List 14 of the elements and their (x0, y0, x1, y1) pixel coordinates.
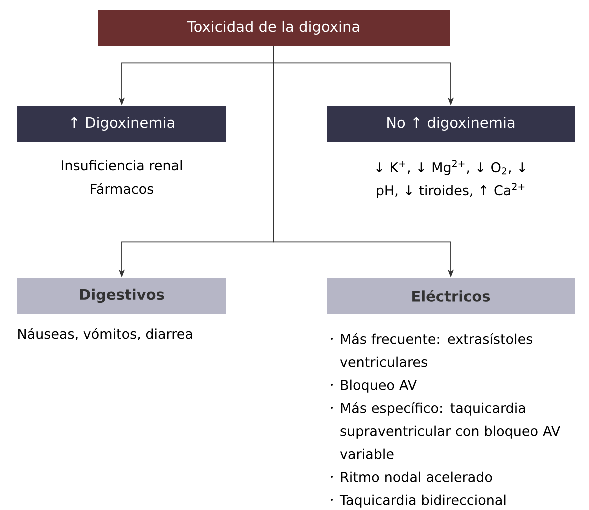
bullet-item: Ritmo nodal acelerado (331, 472, 492, 482)
note-text: Insuficiencia renal (62, 160, 182, 171)
category-box: Eléctricos (327, 278, 575, 314)
bullet-item: Más frecuente: extrasístoles ventriculares (331, 333, 532, 368)
category-box: No ↑ digoxinemia (327, 106, 575, 142)
bullet-item: Más específico: taquicardia supraventricular con bloqueo AV variable (331, 402, 561, 460)
category-box: ↑ Digoxinemia (18, 106, 226, 142)
note-text: Fármacos (91, 183, 154, 194)
bullet-item: Taquicardia bidireccional (331, 494, 506, 508)
note-text: ↓ K$^{+}$, ↓ Mg$^{2+}$, ↓ O$_{2}$, ↓ pH, ↓ tiroides, ↑ Ca$^{2+}$ (376, 160, 526, 198)
category-box: Digestivos (18, 278, 226, 314)
category-box: Toxicidad de la digoxina (98, 10, 450, 46)
note-text: Náuseas, vómitos, diarrea (18, 328, 192, 341)
bullet-item: Bloqueo AV (331, 380, 417, 393)
